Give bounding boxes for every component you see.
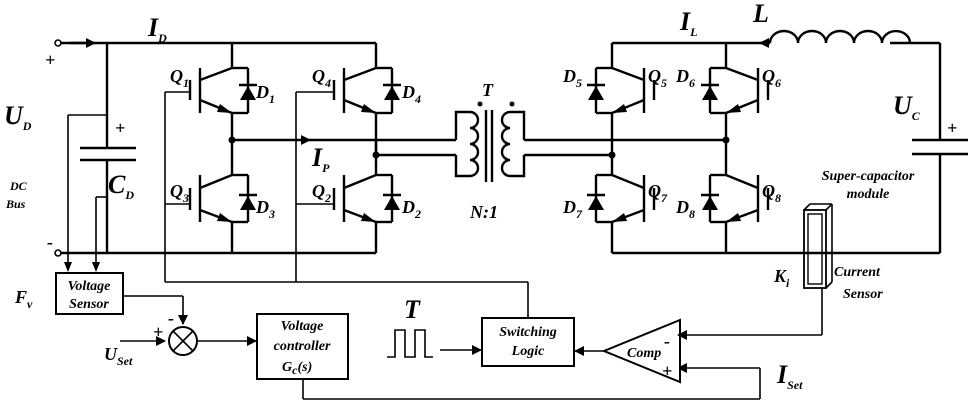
switch-q3 xyxy=(165,173,233,224)
label-supercap-1: Super-capacitor xyxy=(822,169,915,184)
label-q8: Q8 xyxy=(762,181,781,205)
voltage-sensor-box xyxy=(55,272,124,315)
label-d8: D8 xyxy=(675,197,695,221)
label-d2: D2 xyxy=(401,197,421,221)
diode-d8 xyxy=(701,173,726,224)
switch-q4 xyxy=(296,66,377,115)
voltage-sensor-taps xyxy=(64,114,107,272)
secondary-h-bridge xyxy=(587,38,940,255)
label-d4: D4 xyxy=(401,82,421,106)
label-fv: Fv xyxy=(14,287,33,311)
label-comp: Comp xyxy=(627,346,661,361)
dc-bus-rails xyxy=(54,38,376,257)
dc-link-capacitor xyxy=(80,43,136,253)
switch-q7 xyxy=(611,173,656,224)
switch-q5 xyxy=(611,66,656,115)
label-comp-plus: + xyxy=(662,361,672,381)
label-ip: IP xyxy=(311,143,330,175)
label-q1: Q1 xyxy=(170,66,189,90)
label-controller-2: controller xyxy=(274,339,331,354)
primary-h-bridge xyxy=(164,43,456,283)
label-plus-cd: + xyxy=(115,118,125,138)
label-controller-1: Voltage xyxy=(281,319,324,334)
label-cd: CD xyxy=(108,170,134,202)
label-d3: D3 xyxy=(255,197,275,221)
transformer xyxy=(454,101,612,182)
labels: UD DC Bus ID + CD + - Fv Voltage Sensor … xyxy=(4,0,957,392)
switch-q8 xyxy=(725,173,770,224)
label-d5: D5 xyxy=(562,66,582,90)
label-q7: Q7 xyxy=(648,181,668,205)
label-dc: DC xyxy=(9,179,28,193)
label-d7: D7 xyxy=(562,197,583,221)
label-ratio: N:1 xyxy=(469,202,498,222)
label-voltage-sensor-1: Voltage xyxy=(68,279,111,294)
control-loop xyxy=(120,281,823,400)
label-q2: Q2 xyxy=(312,181,331,205)
label-switching-2: Logic xyxy=(511,344,545,359)
label-transformer: T xyxy=(482,80,494,100)
current-sensor-clamp xyxy=(803,203,833,289)
label-q6: Q6 xyxy=(762,66,781,90)
diode-d5 xyxy=(587,66,612,115)
switch-q2 xyxy=(296,173,377,224)
inductor-l xyxy=(768,29,940,45)
label-current-sensor-1: Current xyxy=(834,265,881,280)
label-supercap-2: module xyxy=(847,187,890,202)
label-controller-3: Gc(s) xyxy=(282,360,312,377)
label-voltage-sensor-2: Sensor xyxy=(69,297,109,312)
supercapacitor xyxy=(912,43,968,253)
switch-q1 xyxy=(165,66,233,115)
label-uc-plus: + xyxy=(947,118,957,138)
label-q5: Q5 xyxy=(648,66,667,90)
label-comp-minus: - xyxy=(664,331,670,351)
label-d1: D1 xyxy=(255,82,275,106)
label-d6: D6 xyxy=(675,66,695,90)
label-iset: ISet xyxy=(776,360,803,392)
label-uc: UC xyxy=(893,91,921,123)
diode-d4 xyxy=(376,66,401,115)
label-t-pulse: T xyxy=(404,295,421,324)
label-l: L xyxy=(752,0,769,28)
label-sum-minus: - xyxy=(168,308,174,328)
label-current-sensor-2: Sensor xyxy=(843,287,883,302)
label-q3: Q3 xyxy=(170,181,189,205)
label-ud: UD xyxy=(4,101,32,133)
label-q4: Q4 xyxy=(312,66,331,90)
diode-d6 xyxy=(701,66,726,115)
diode-d7 xyxy=(587,173,612,224)
label-bus: Bus xyxy=(5,197,26,211)
label-ki: Ki xyxy=(773,266,790,290)
label-plus-bus: + xyxy=(45,50,55,70)
label-sum-plus: + xyxy=(153,322,163,342)
switch-q6 xyxy=(725,66,770,115)
diode-d1 xyxy=(232,66,257,115)
label-switching-1: Switching xyxy=(499,325,557,340)
label-uset: USet xyxy=(104,344,133,368)
label-il: IL xyxy=(679,7,697,39)
diode-d3 xyxy=(232,173,257,224)
label-minus-bus: - xyxy=(47,232,53,252)
label-id: ID xyxy=(147,13,167,45)
diode-d2 xyxy=(376,173,401,224)
